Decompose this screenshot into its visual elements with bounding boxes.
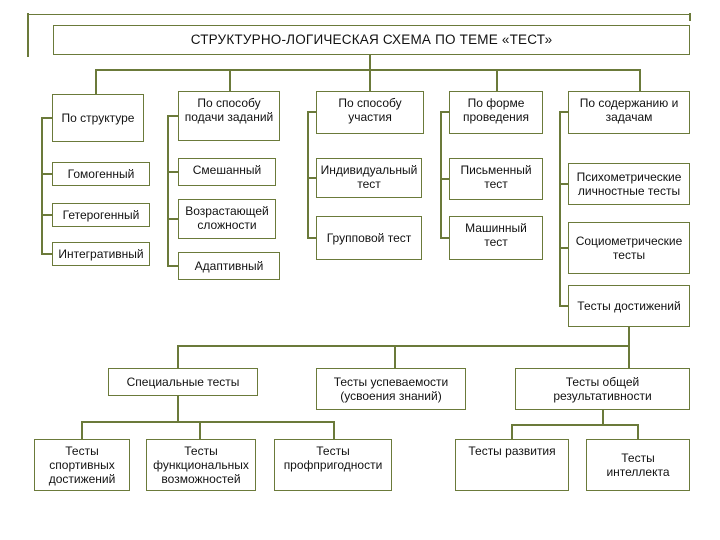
item-heterogeneous: Гетерогенный [52, 203, 150, 227]
item-sociometric: Социометрические тесты [568, 222, 690, 274]
header-by-delivery: По способу подачи заданий [178, 91, 280, 141]
item-mixed: Смешанный [178, 158, 276, 186]
branch-progress-tests: Тесты успеваемости (усвоения знаний) [316, 368, 466, 410]
item-increasing-difficulty: Возрастающей сложности [178, 199, 276, 239]
outer-frame [28, 14, 690, 20]
branch-special-tests: Специальные тесты [108, 368, 258, 396]
header-by-content: По содержанию и задачам [568, 91, 690, 134]
header-by-participation: По способу участия [316, 91, 424, 134]
leaf-intellect-tests: Тесты интеллекта [586, 439, 690, 491]
item-machine: Машинный тест [449, 216, 543, 260]
item-homogeneous: Гомогенный [52, 162, 150, 186]
diagram-title: СТРУКТУРНО-ЛОГИЧЕСКАЯ СХЕМА ПО ТЕМЕ «ТЕС… [53, 25, 690, 55]
item-adaptive: Адаптивный [178, 252, 280, 280]
header-by-structure: По структуре [52, 94, 144, 142]
item-group: Групповой тест [316, 216, 422, 260]
item-written: Письменный тест [449, 158, 543, 200]
leaf-functional-capabilities: Тесты функциональных возможностей [146, 439, 256, 491]
item-achievement-tests: Тесты достижений [568, 285, 690, 327]
item-psychometric: Психометрические личностные тесты [568, 163, 690, 205]
item-individual: Индивидуальный тест [316, 158, 422, 198]
header-by-form: По форме проведения [449, 91, 543, 134]
leaf-sports-achievement: Тесты спортивных достижений [34, 439, 130, 491]
leaf-development-tests: Тесты развития [455, 439, 569, 491]
branch-general-performance: Тесты общей результативности [515, 368, 690, 410]
item-integrative: Интегративный [52, 242, 150, 266]
leaf-professional-aptitude: Тесты профпригодности [274, 439, 392, 491]
